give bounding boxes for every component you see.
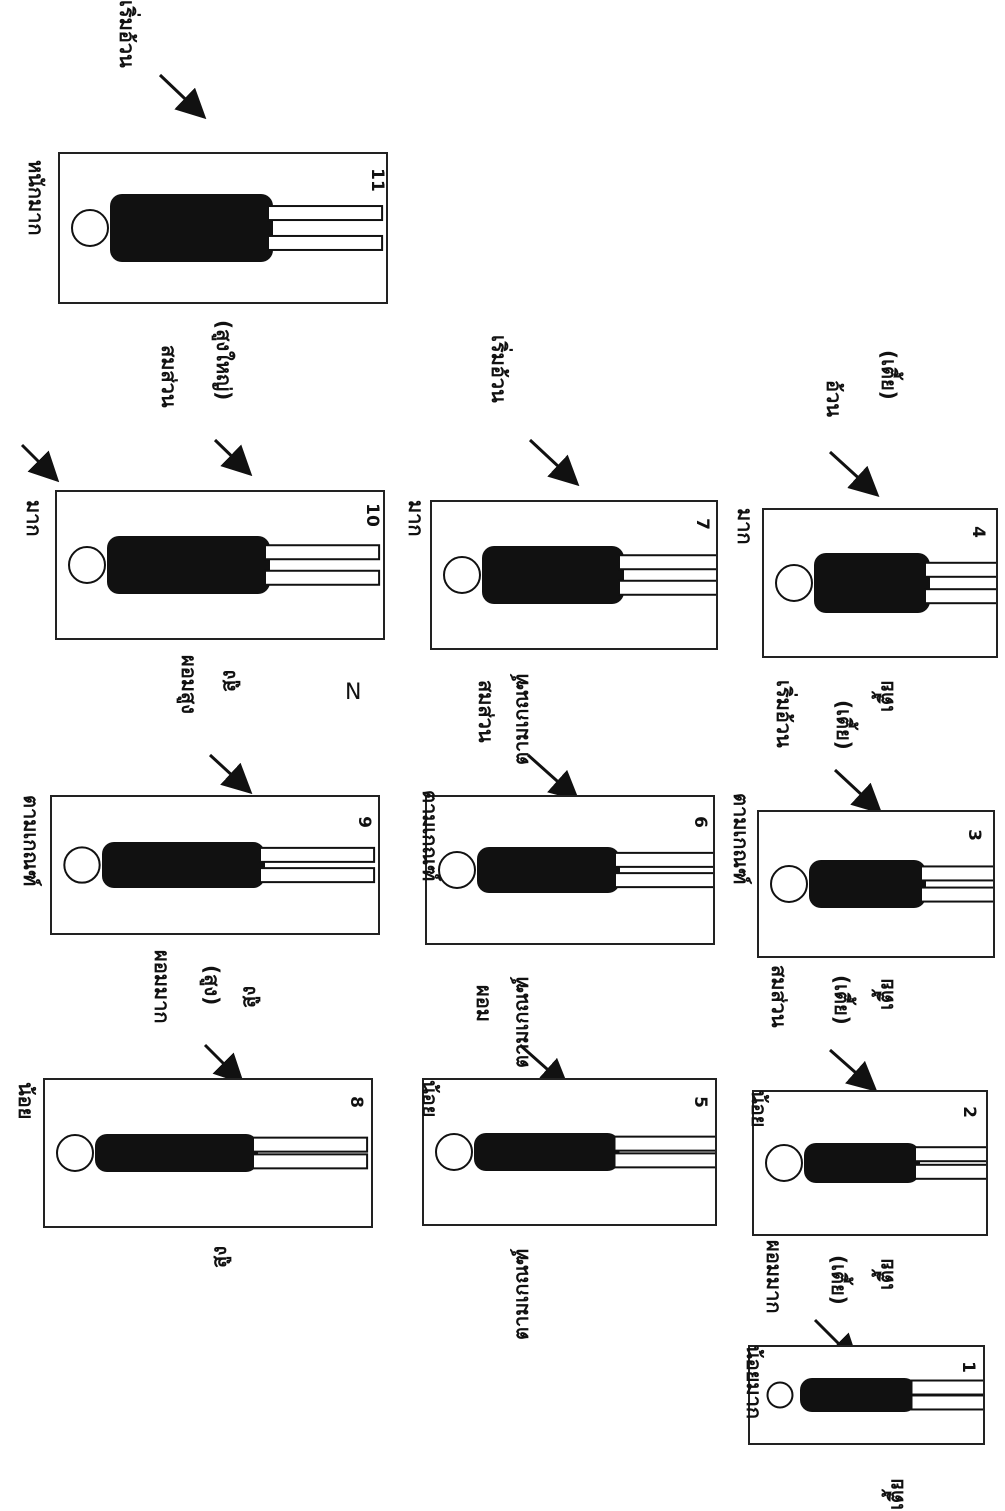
panel-label: ตามเกณฑ์ xyxy=(15,795,47,887)
arrow-label: (เตี้ย) xyxy=(826,975,858,1025)
height-label: สูง xyxy=(203,1246,235,1268)
height-label: เตี้ย xyxy=(870,680,902,712)
panel-label: น้อย xyxy=(414,1080,446,1117)
arrow xyxy=(22,445,55,478)
height-label: เตี้ย xyxy=(870,1258,902,1290)
person-figure xyxy=(432,502,716,648)
person-figure xyxy=(427,797,713,943)
panel-11 xyxy=(58,152,388,304)
panel-1 xyxy=(748,1345,985,1445)
panel-number: 5 xyxy=(690,1096,710,1108)
panel-number: 3 xyxy=(964,829,984,841)
arrow-label: (สูง) xyxy=(196,965,228,1005)
arrow-label: ผอมมาก xyxy=(758,1240,790,1313)
arrow-label: เริ่มอ้วน xyxy=(111,0,143,68)
person-figure xyxy=(750,1347,983,1443)
person-figure xyxy=(754,1092,986,1234)
panel-8 xyxy=(43,1078,373,1228)
arrow xyxy=(835,770,878,810)
height-label: เตี้ย xyxy=(870,978,902,1010)
panel-3 xyxy=(757,810,995,958)
arrow-label: สมส่วน xyxy=(763,965,795,1028)
panel-label: มาก xyxy=(729,508,761,545)
panel-label: ตามเกณฑ์ xyxy=(725,793,757,885)
height-label: สูง xyxy=(232,986,264,1008)
height-label: ตามเกณฑ์ xyxy=(505,976,537,1068)
arrow-label: ผอมสูง xyxy=(173,655,205,714)
panel-label: หนักมาก xyxy=(20,160,52,236)
panel-number: 4 xyxy=(968,526,988,538)
panel-label: ตามเกณฑ์ xyxy=(414,790,446,882)
person-figure xyxy=(759,812,993,956)
panel-6 xyxy=(425,795,715,945)
arrow-label: (เตี้ย) xyxy=(873,350,905,400)
panel-5 xyxy=(422,1078,717,1226)
person-figure xyxy=(57,492,383,638)
arrow-label: (เตี้ย) xyxy=(828,700,860,750)
panel-number: 2 xyxy=(959,1106,979,1118)
height-label: ตามเกณฑ์ xyxy=(505,673,537,765)
panel-number: 9 xyxy=(354,816,374,828)
panel-number: 8 xyxy=(346,1096,366,1108)
arrow-label: อ้วน xyxy=(818,380,850,417)
panel-10 xyxy=(55,490,385,640)
panel-number: 6 xyxy=(690,816,710,828)
person-figure xyxy=(60,154,386,302)
panel-label: น้อยมาก xyxy=(738,1345,770,1419)
panel-number: 10 xyxy=(362,503,382,527)
panel-label: มาก xyxy=(18,500,50,537)
panel-number: 7 xyxy=(692,518,712,530)
height-label: ตามเกณฑ์ xyxy=(505,1248,537,1340)
arrow-label: ผอม xyxy=(468,985,500,1022)
person-figure xyxy=(424,1080,715,1224)
arrow-label: เริ่มอ้วน xyxy=(483,335,515,403)
arrow-label: สมส่วน xyxy=(470,680,502,743)
person-figure xyxy=(764,510,996,656)
arrow-label: ผอมมาก xyxy=(146,950,178,1023)
panel-label: น้อย xyxy=(10,1082,42,1119)
arrow xyxy=(830,1050,873,1088)
person-figure xyxy=(52,797,378,933)
panel-label: มาก xyxy=(400,500,432,537)
person-figure xyxy=(45,1080,371,1226)
arrow xyxy=(205,1045,240,1080)
panel-7 xyxy=(430,500,718,650)
panel-number: 1 xyxy=(958,1361,978,1373)
arrow-label: (เตี้ย) xyxy=(823,1255,855,1305)
arrow-label: เริ่มอ้วน xyxy=(768,680,800,748)
panel-4 xyxy=(762,508,998,658)
arrow-label: สมส่วน xyxy=(153,345,185,408)
height-label: สูง xyxy=(212,670,244,692)
arrow-label: (สูงใหญ่) xyxy=(208,320,240,400)
arrow xyxy=(530,440,575,482)
stray-mark: N xyxy=(345,680,361,705)
arrow xyxy=(830,452,875,493)
panel-label: น้อย xyxy=(743,1090,775,1127)
arrow xyxy=(210,755,248,790)
panel-2 xyxy=(752,1090,988,1236)
panel-9 xyxy=(50,795,380,935)
panel-number: 11 xyxy=(367,168,387,192)
arrow xyxy=(215,440,248,472)
arrow xyxy=(160,75,202,115)
height-label: เตี้ย xyxy=(880,1478,912,1510)
